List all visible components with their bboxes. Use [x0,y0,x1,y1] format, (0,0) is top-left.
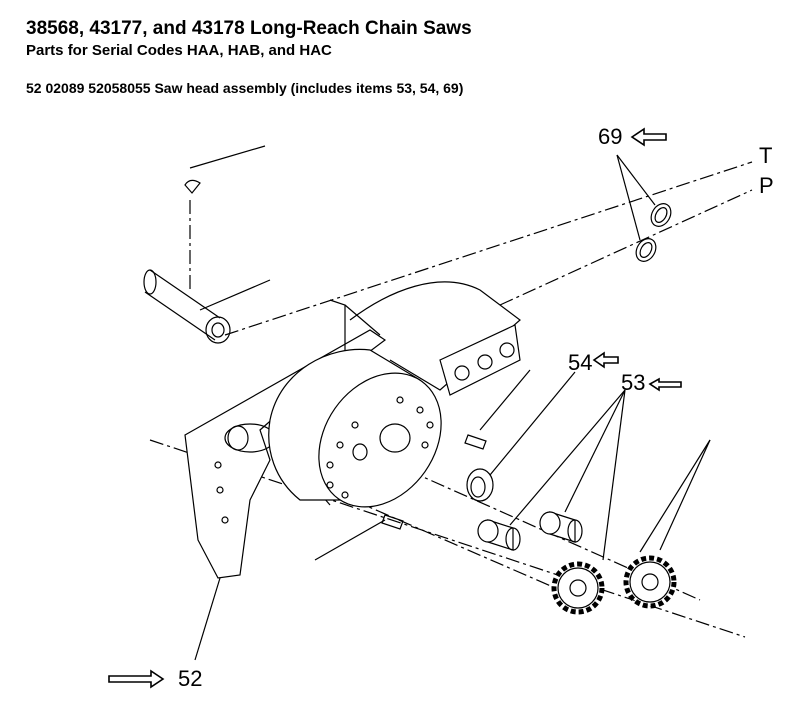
bushing-item-54 [466,371,576,502]
arrow-icon-52 [108,669,165,689]
housing-bracket [184,281,521,579]
cotter-pin [184,145,266,194]
leader-line-52 [194,577,221,661]
callout-52: 52 [178,666,202,691]
gear-case [268,348,442,508]
part-description: 52 02089 52058055 Saw head assembly (inc… [26,80,464,96]
callout-53: 53 [621,370,645,395]
dowel-pins [314,369,531,561]
callout-54: 54 [568,350,592,375]
callout-arrows [108,127,682,689]
axis-label-t: T [759,143,772,168]
spur-gears [551,439,711,615]
callout-69: 69 [598,124,622,149]
clevis-pin [143,269,271,344]
sleeves-item-53 [477,389,626,561]
washers-item-69 [616,154,672,262]
page-title: 38568, 43177, and 43178 Long-Reach Chain… [26,18,472,39]
arrow-icon-54 [592,351,619,369]
arrow-icon-69 [630,127,667,147]
arrow-icon-53 [648,377,682,392]
page-subtitle: Parts for Serial Codes HAA, HAB, and HAC [26,42,332,59]
axis-label-p: P [759,173,774,198]
